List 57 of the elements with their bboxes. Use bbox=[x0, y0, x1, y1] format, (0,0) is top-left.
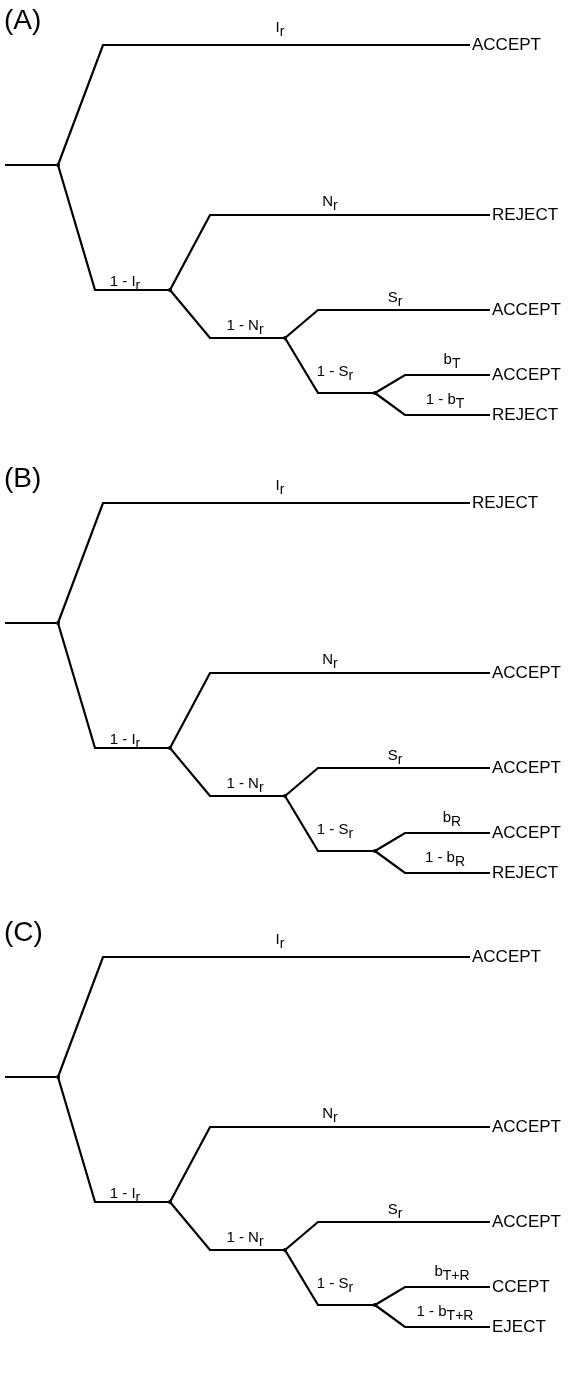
branch-line bbox=[169, 213, 490, 291]
branch-point bbox=[373, 1303, 377, 1307]
outcome-label: REJECT bbox=[472, 493, 539, 513]
panel-label: (B) bbox=[4, 462, 42, 494]
branch-point bbox=[56, 1075, 60, 1079]
branch-line bbox=[169, 747, 285, 798]
outcome-label: REJECT bbox=[492, 863, 559, 883]
branch-line bbox=[374, 373, 490, 394]
branch-point bbox=[56, 621, 60, 625]
outcome-label: ACCEPT bbox=[492, 365, 561, 385]
branch-line bbox=[56, 622, 170, 750]
branch-line bbox=[374, 1285, 490, 1306]
branch-line bbox=[284, 1220, 490, 1251]
branch-line bbox=[374, 850, 490, 875]
outcome-label: ACCEPT bbox=[492, 1212, 561, 1232]
branch-line bbox=[374, 1304, 490, 1329]
branch-line bbox=[56, 501, 470, 624]
branch-line bbox=[56, 43, 470, 166]
branch-line bbox=[169, 1201, 285, 1252]
branch-point bbox=[168, 288, 172, 292]
branch-line bbox=[284, 766, 490, 797]
branch-line bbox=[56, 1076, 170, 1204]
outcome-label: ACCEPT bbox=[492, 663, 561, 683]
branch-point bbox=[168, 746, 172, 750]
branch-line bbox=[5, 163, 56, 167]
branch-line bbox=[374, 831, 490, 852]
outcome-label: ACCEPT bbox=[492, 300, 561, 320]
outcome-label: ACCEPT bbox=[492, 758, 561, 778]
branch-line bbox=[56, 164, 170, 292]
outcome-label: REJECT bbox=[492, 205, 559, 225]
branch-line bbox=[56, 955, 470, 1078]
outcome-label: ACCEPT bbox=[492, 823, 561, 843]
branch-point bbox=[283, 336, 287, 340]
outcome-label: CCEPT bbox=[492, 1277, 550, 1297]
branch-line bbox=[284, 1249, 375, 1307]
panel-label: (C) bbox=[4, 916, 43, 948]
outcome-label: EJECT bbox=[492, 1317, 546, 1337]
panel-label: (A) bbox=[4, 4, 42, 36]
branch-line bbox=[284, 337, 375, 395]
branch-line bbox=[284, 795, 375, 853]
outcome-label: ACCEPT bbox=[472, 947, 541, 967]
branch-line bbox=[284, 308, 490, 339]
outcome-label: ACCEPT bbox=[492, 1117, 561, 1137]
branch-line bbox=[169, 1125, 490, 1203]
branch-line bbox=[5, 621, 56, 625]
outcome-label: ACCEPT bbox=[472, 35, 541, 55]
branch-line bbox=[169, 671, 490, 749]
branch-point bbox=[373, 849, 377, 853]
branch-line bbox=[169, 289, 285, 340]
branch-point bbox=[373, 391, 377, 395]
branch-point bbox=[283, 1248, 287, 1252]
branch-point bbox=[283, 794, 287, 798]
branch-line bbox=[5, 1075, 56, 1079]
branch-point bbox=[168, 1200, 172, 1204]
branch-point bbox=[56, 163, 60, 167]
outcome-label: REJECT bbox=[492, 405, 559, 425]
branch-line bbox=[374, 392, 490, 417]
